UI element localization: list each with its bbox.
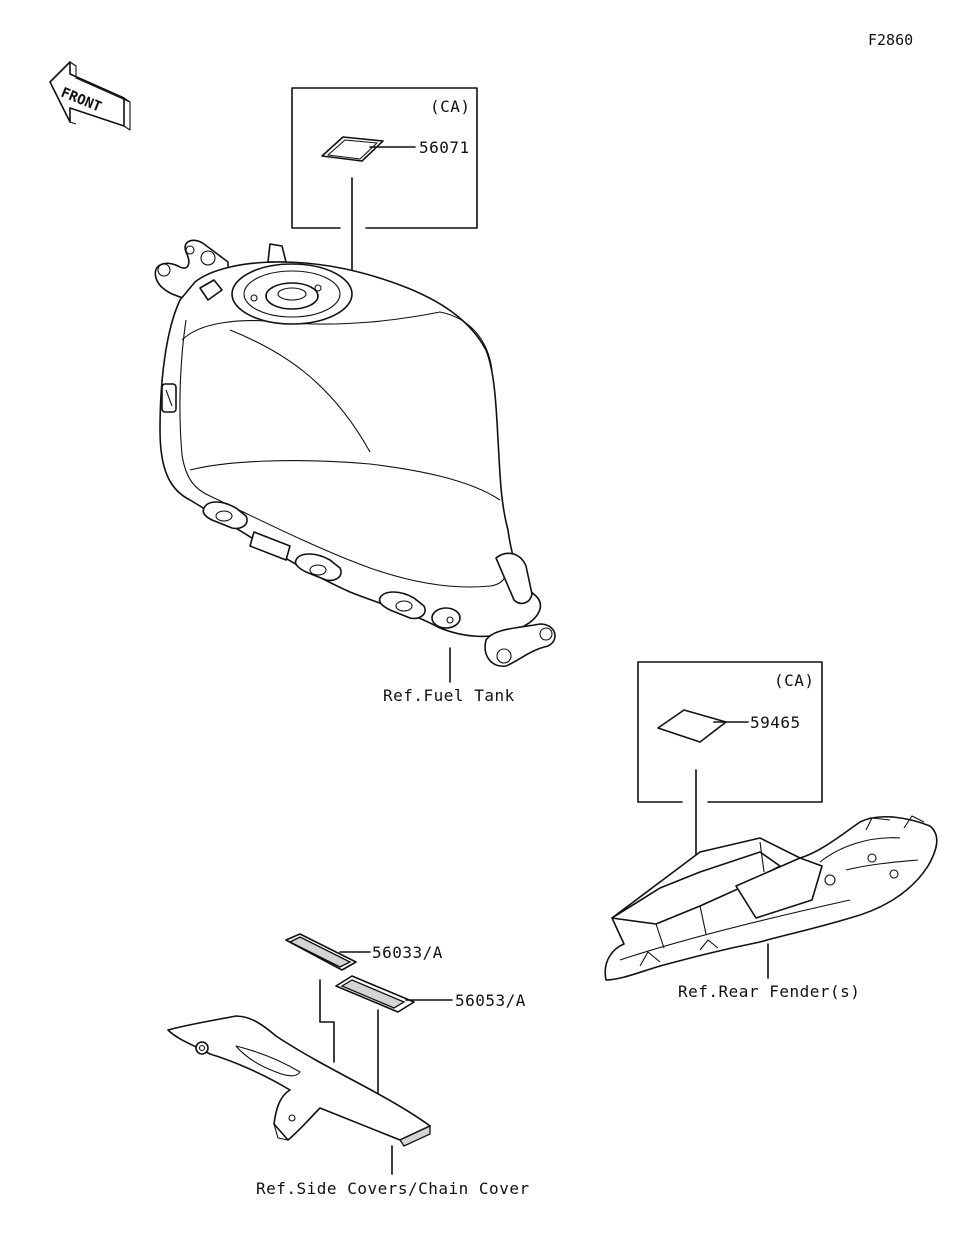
label-56071-icon xyxy=(321,136,384,162)
chain-cover-illustration xyxy=(167,1015,431,1147)
label-59465-icon xyxy=(657,709,727,743)
decal-56033a-leader xyxy=(319,979,335,1063)
decal-56053a-icon xyxy=(335,975,415,1013)
ref-side-covers[interactable]: Ref.Side Covers/Chain Cover xyxy=(256,1179,530,1198)
front-arrow-icon: FRONT xyxy=(49,61,131,131)
callout-box-right: (CA) 59465 xyxy=(637,661,823,871)
ref-fuel-tank[interactable]: Ref.Fuel Tank xyxy=(383,686,515,705)
part-number-56053a[interactable]: 56053/A xyxy=(455,991,526,1010)
part-number-56033a[interactable]: 56033/A xyxy=(372,943,443,962)
fuel-tank-illustration xyxy=(154,239,556,667)
callout-box-top: (CA) 56071 xyxy=(291,87,478,309)
part-number-59465[interactable]: 59465 xyxy=(750,713,801,732)
part-number-56071[interactable]: 56071 xyxy=(419,138,470,157)
ref-rear-fender[interactable]: Ref.Rear Fender(s) xyxy=(678,982,860,1001)
ca-label-right: (CA) xyxy=(774,671,815,690)
ca-label-top: (CA) xyxy=(430,97,471,116)
figure-id: F2860 xyxy=(868,31,913,49)
rear-fender-illustration xyxy=(604,815,938,981)
decal-56033a-icon xyxy=(285,933,357,971)
